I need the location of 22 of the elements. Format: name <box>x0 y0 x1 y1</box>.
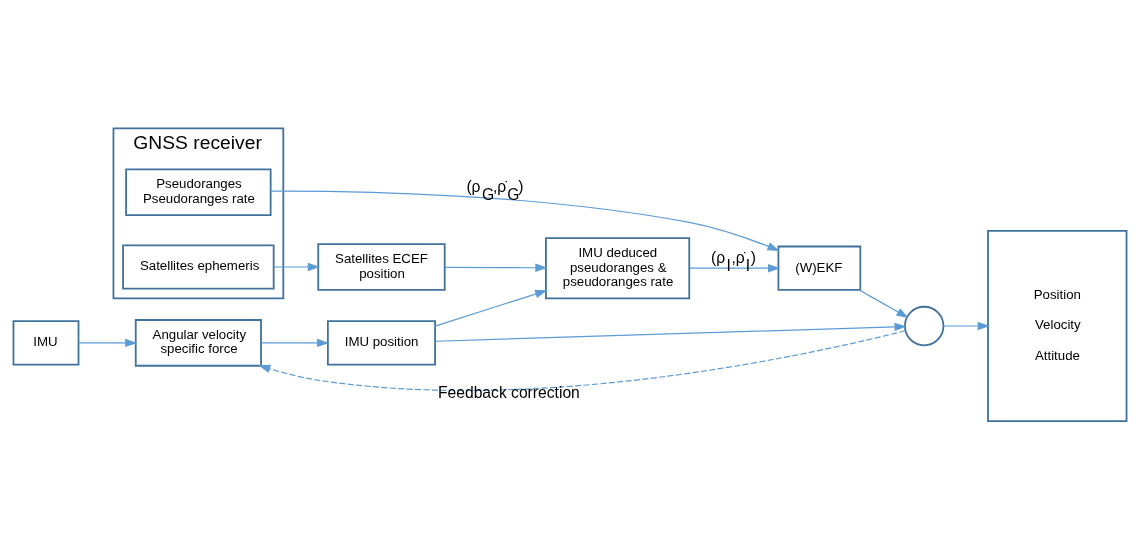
edge-label: Feedback correction <box>437 383 580 401</box>
node-box: Satellites ephemeris <box>122 244 275 290</box>
node-box: (W)EKF <box>777 245 862 291</box>
node-box: IMU deduced pseudoranges & pseudoranges rate <box>545 237 691 300</box>
node-box: Satellites ECEF position <box>317 243 446 291</box>
arrow <box>260 338 330 348</box>
arrow <box>942 321 990 331</box>
arrow <box>858 289 909 318</box>
node-box: Pseudoranges Pseudoranges rate <box>125 168 272 217</box>
arrow <box>444 263 548 272</box>
arrow <box>434 322 907 342</box>
arrow <box>270 190 780 251</box>
node-box: Position Velocity Attitude <box>987 229 1128 423</box>
node-box: IMU position <box>326 320 436 366</box>
node-box: Angular velocity specific force <box>134 319 262 367</box>
arrow <box>689 263 781 273</box>
arrow <box>258 330 906 391</box>
node-circle <box>904 305 945 347</box>
arrow <box>78 338 138 348</box>
node-box: IMU <box>12 320 80 366</box>
arrow <box>434 289 548 327</box>
arrow <box>273 262 320 272</box>
